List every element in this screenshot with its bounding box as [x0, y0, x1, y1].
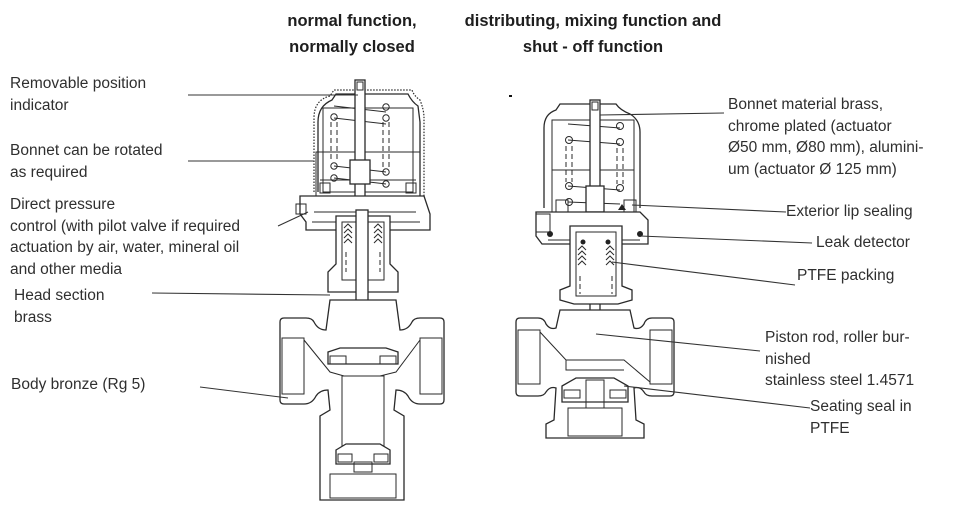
label-line: Head section — [14, 287, 105, 304]
right-bonnet-outline — [543, 103, 641, 208]
label-leak-detector: Leak detector — [816, 232, 910, 254]
left-valve-drawing — [279, 79, 445, 501]
right-packing — [577, 239, 615, 294]
header-distributing-function: distributing, mixing function and shut -… — [452, 12, 734, 57]
left-packing — [343, 223, 383, 272]
stray-dot — [509, 95, 512, 97]
header-right-line-2: shut - off function — [522, 38, 664, 56]
label-body: Body bronze (Rg 5) — [11, 374, 145, 396]
label-line: Ø50 mm, Ø80 mm), alumini- — [728, 139, 924, 156]
label-position-indicator: Removable position indicator — [10, 73, 146, 116]
leader-leak-detector — [639, 235, 813, 244]
leader-head-section — [151, 292, 331, 296]
label-line: Direct pressure — [10, 196, 116, 213]
left-valve-body — [279, 299, 445, 501]
label-line: PTFE — [810, 419, 850, 437]
header-left-line-1: normal function, — [287, 12, 417, 30]
leader-direct-pressure — [277, 211, 309, 227]
leader-seating-seal — [623, 385, 811, 409]
label-line: actuation by air, water, mineral oil — [10, 239, 240, 256]
leader-lines — [151, 94, 813, 409]
label-line: indicator — [10, 96, 69, 114]
leader-piston-rod — [595, 333, 761, 352]
header-left-line-2: normally closed — [289, 38, 415, 56]
label-line: um (actuator Ø 125 mm) — [728, 160, 897, 178]
label-piston-rod: Piston rod, roller bur- nished stainless… — [765, 327, 914, 392]
header-right-line-1: distributing, mixing function and — [464, 12, 722, 30]
label-line: Body bronze (Rg 5) — [11, 376, 146, 393]
label-bonnet-material: Bonnet material brass, chrome plated (ac… — [728, 94, 924, 180]
label-line: nished — [765, 350, 811, 368]
label-line: Removable position — [10, 75, 147, 92]
label-line: Seating seal in — [810, 398, 912, 415]
label-direct-pressure: Direct pressure control (with pilot valv… — [10, 194, 240, 280]
label-lip-sealing: Exterior lip sealing — [786, 201, 913, 223]
label-line: as required — [10, 163, 88, 181]
label-line: and other media — [10, 260, 123, 278]
leader-ptfe-packing — [611, 261, 796, 286]
label-line: Bonnet material brass, — [728, 96, 884, 113]
left-lower-disc — [335, 443, 391, 465]
label-line: control (with pilot valve if required — [10, 217, 241, 235]
label-seating-seal: Seating seal in PTFE — [810, 396, 912, 439]
right-head-section — [559, 225, 633, 305]
label-line: Leak detector — [816, 234, 910, 251]
label-line: Exterior lip sealing — [786, 203, 913, 220]
left-position-indicator-rod — [354, 79, 366, 211]
leader-lip-sealing — [631, 204, 787, 213]
leader-body — [199, 386, 289, 399]
label-line: brass — [14, 308, 52, 326]
right-valve-drawing — [515, 99, 675, 439]
label-line: Piston rod, roller bur- — [765, 329, 910, 346]
right-valve-body — [515, 309, 675, 439]
label-line: Bonnet can be rotated — [10, 142, 163, 159]
label-line: PTFE packing — [797, 267, 895, 284]
label-bonnet-rotated: Bonnet can be rotated as required — [10, 140, 163, 183]
header-normal-function: normal function, normally closed — [268, 12, 436, 57]
leader-bonnet-material — [599, 112, 725, 116]
label-line: stainless steel 1.4571 — [765, 372, 915, 389]
label-ptfe-packing: PTFE packing — [797, 265, 894, 287]
label-head-section: Head section brass — [14, 285, 104, 328]
left-bonnet-outline — [313, 89, 425, 215]
label-line: chrome plated (actuator — [728, 117, 892, 135]
